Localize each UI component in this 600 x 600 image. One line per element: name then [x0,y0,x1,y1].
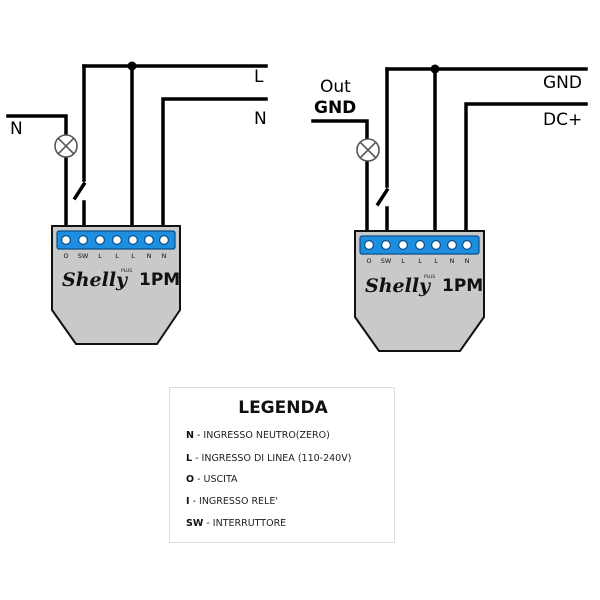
terminal-label: L [98,252,102,260]
brand-logo: Shelly [365,275,432,297]
legend-item: N - INGRESSO NEUTRO(ZERO) [186,430,330,441]
terminal-label: N [147,252,152,260]
junction-dot [430,64,440,74]
terminal-label: L [115,252,119,260]
label-dc-plus: DC+ [543,110,582,130]
terminal-label: N [162,252,167,260]
lamp-icon [356,138,380,162]
terminal-sw [77,235,88,246]
diagram-ac: N L N O SW L L L N N Shelly PLUS 1PM [6,61,268,345]
legend-code: I [186,496,190,507]
diagram-dc: Out GND GND DC+ O SW L L L N N Shelly PL… [311,64,588,352]
legend-title: LEGENDA [238,398,328,418]
terminal-label: SW [78,252,89,260]
wire-neutral-right [161,97,268,230]
terminal-o [60,235,71,246]
device-body [354,230,485,352]
terminal-o [364,240,375,251]
legend-text: - INGRESSO RELE' [189,496,278,507]
brand-plus: PLUS [121,268,132,274]
model-name: 1PM [442,276,483,296]
brand-plus: PLUS [424,274,435,280]
shelly-device-1: O SW L L L N N Shelly PLUS 1PM [51,225,181,345]
legend-box: LEGENDA N - INGRESSO NEUTRO(ZERO) L - IN… [169,387,395,543]
junction-dot [127,61,137,71]
terminal-l2 [415,240,426,251]
terminal-l3 [128,235,139,246]
label-gnd-right: GND [543,73,582,93]
terminal-sw [381,240,392,251]
switch-contact [375,187,390,207]
terminal-l1 [94,235,105,246]
device-body [51,225,181,345]
wire-neutral-to-lamp [6,114,68,137]
legend-text: - USCITA [194,474,238,485]
model-name: 1PM [139,270,180,290]
legend-item: O - USCITA [186,474,238,485]
legend-item: SW - INTERRUTTORE [186,518,286,529]
terminal-n1 [447,240,458,251]
label-out: Out [320,77,351,97]
label-neutral-left: N [10,119,23,139]
terminal-label: O [63,252,68,260]
label-neutral-right: N [254,109,267,129]
terminal-label: L [131,252,135,260]
wire-gnd-to-lamp [311,119,369,140]
legend-code: L [186,453,193,464]
legend-code: SW [186,518,204,529]
switch-contact [72,181,87,201]
terminal-l1 [398,240,409,251]
terminal-label: L [434,257,438,265]
terminal-n2 [462,240,473,251]
label-line: L [254,67,264,87]
legend-text: - INTERRUTTORE [203,518,287,529]
legend-code: N [186,430,194,441]
terminal-label: SW [381,257,392,265]
terminal-n2 [159,235,170,246]
legend-text: - INGRESSO DI LINEA (110-240V) [192,453,352,464]
terminal-label: N [450,257,455,265]
shelly-device-2: O SW L L L N N Shelly PLUS 1PM [354,230,485,352]
terminal-label: O [366,257,371,265]
brand-logo: Shelly [62,269,129,291]
lamp-icon [54,134,78,158]
wire-dc-plus [464,102,588,234]
terminal-l2 [111,235,122,246]
legend-item: I - INGRESSO RELE' [186,496,278,507]
legend-text: - INGRESSO NEUTRO(ZERO) [193,430,330,441]
terminal-label: L [418,257,422,265]
legend-item: L - INGRESSO DI LINEA (110-240V) [186,453,351,464]
legend-code: O [186,474,195,485]
terminal-n1 [144,235,155,246]
label-gnd-left: GND [314,98,356,118]
terminal-label: L [401,257,405,265]
terminal-l3 [431,240,442,251]
terminal-label: N [465,257,470,265]
